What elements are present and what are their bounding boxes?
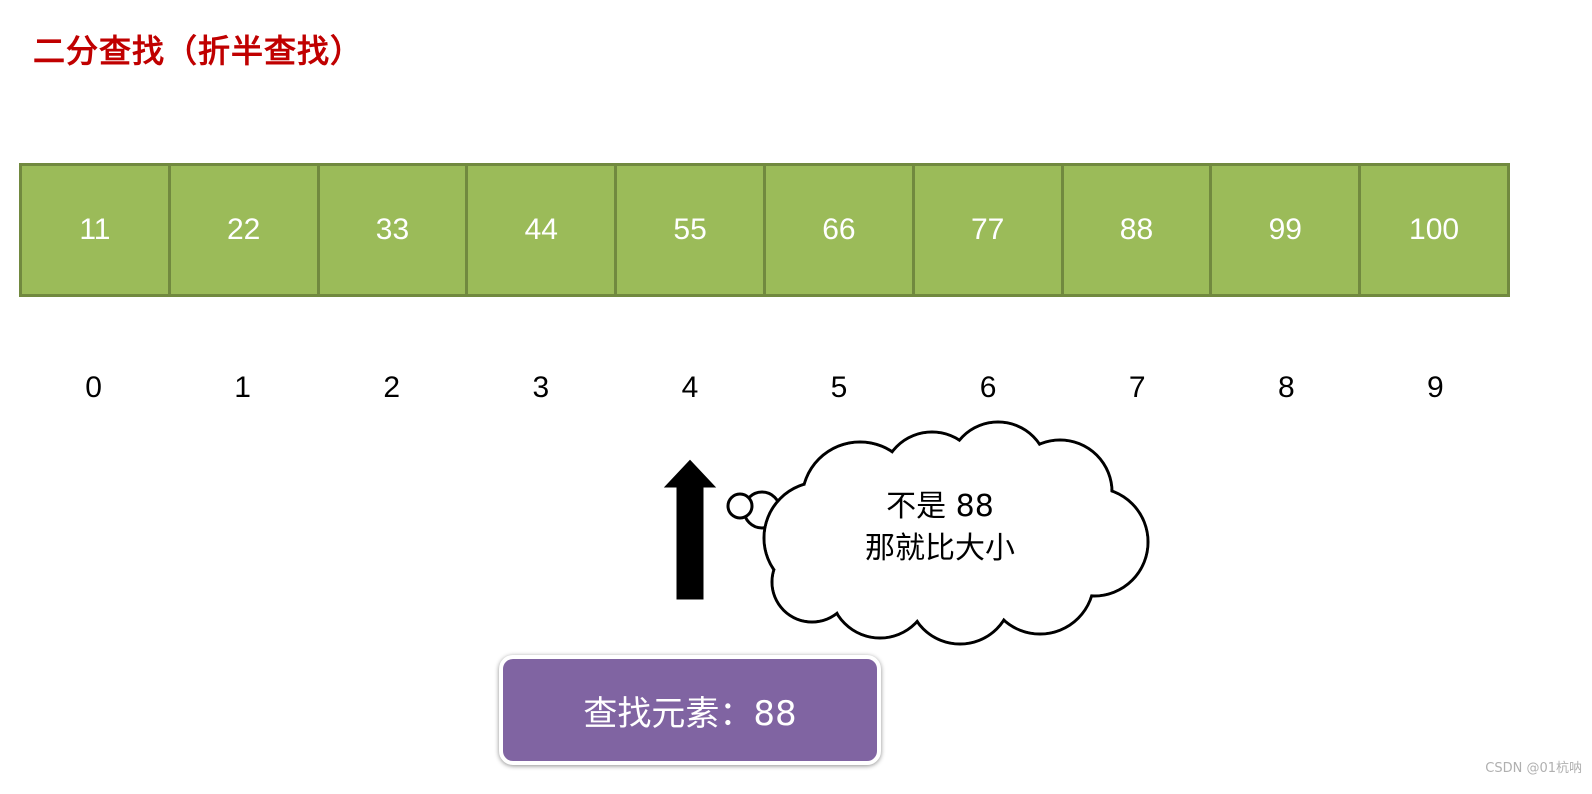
array-cell: 11	[22, 166, 171, 294]
watermark: CSDN @01杭呐	[1485, 757, 1582, 776]
array-index: 3	[466, 368, 615, 408]
array-index: 0	[19, 368, 168, 408]
up-arrow-icon	[650, 452, 730, 608]
search-target-box: 查找元素：88	[499, 655, 881, 765]
array-index: 2	[317, 368, 466, 408]
slide-title: 二分查找（折半查找）	[33, 26, 363, 72]
array-index: 9	[1361, 368, 1510, 408]
thought-line-2: 那就比大小	[820, 528, 1060, 570]
array-row: 11 22 33 44 55 66 77 88 99 100	[19, 163, 1510, 297]
thought-bubble-text: 不是 88 那就比大小	[820, 486, 1060, 570]
array-cell: 22	[171, 166, 320, 294]
array-index: 4	[615, 368, 764, 408]
array-cell: 66	[766, 166, 915, 294]
array-index: 7	[1063, 368, 1212, 408]
array-cell: 33	[320, 166, 469, 294]
array-cell: 44	[468, 166, 617, 294]
array-index: 5	[764, 368, 913, 408]
array-cell: 100	[1361, 166, 1507, 294]
array-index: 1	[168, 368, 317, 408]
array-index: 8	[1212, 368, 1361, 408]
array-cell: 88	[1064, 166, 1213, 294]
index-row: 0 1 2 3 4 5 6 7 8 9	[19, 368, 1510, 408]
array-cell: 77	[915, 166, 1064, 294]
array-cell: 99	[1212, 166, 1361, 294]
array-cell: 55	[617, 166, 766, 294]
array-index: 6	[914, 368, 1063, 408]
thought-line-1: 不是 88	[820, 486, 1060, 528]
